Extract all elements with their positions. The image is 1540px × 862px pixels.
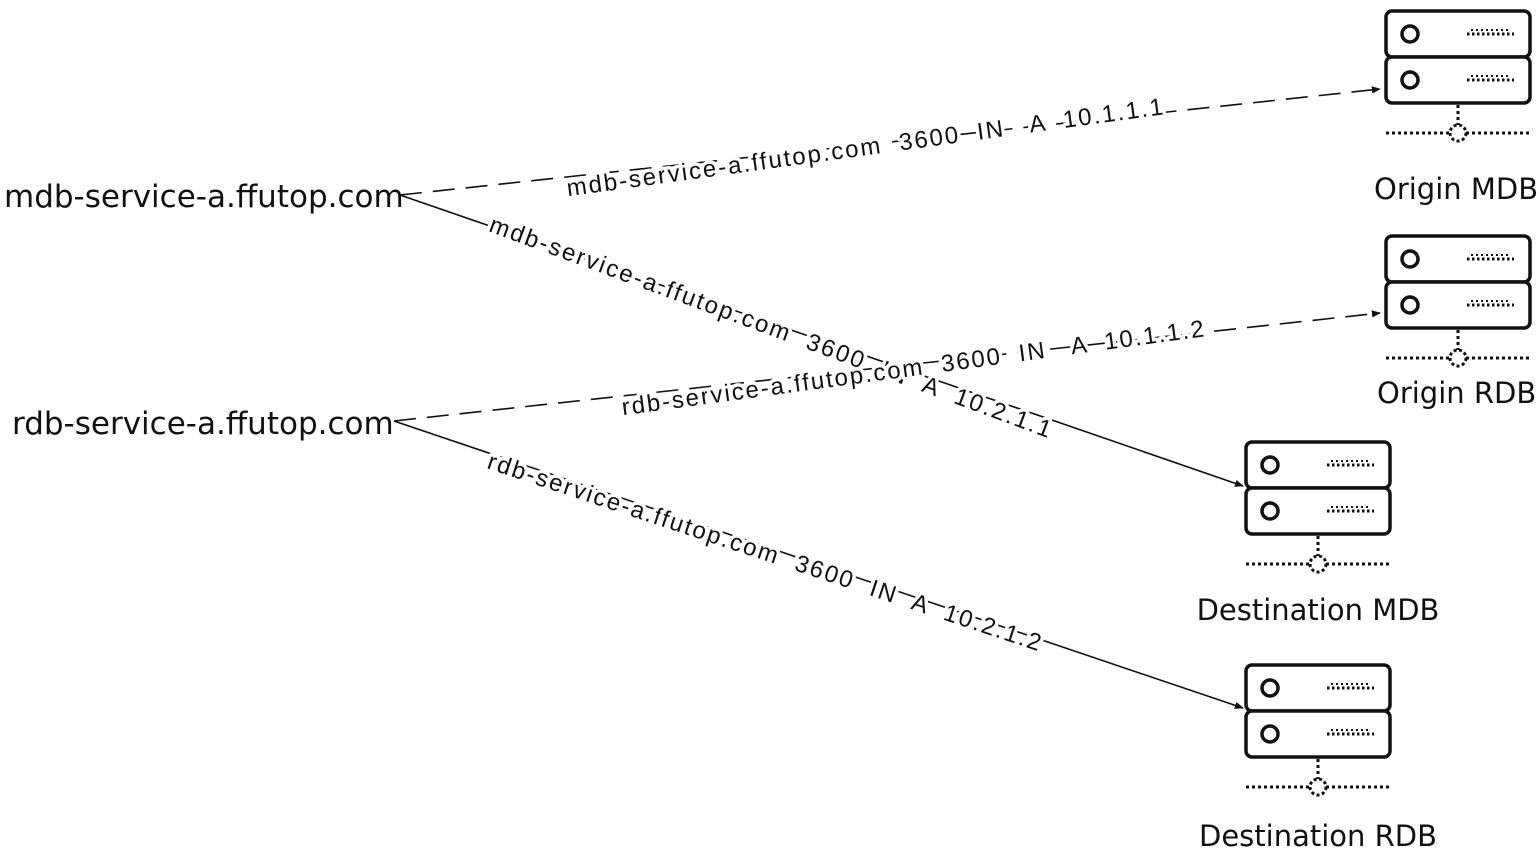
dns-record-label: rdb-service-a.ffutop.com 3600 IN A 10.1.… <box>620 315 1206 421</box>
server-node-destination-rdb: Destination RDB <box>1199 663 1437 853</box>
server-node-origin-rdb: Origin RDB <box>1377 234 1536 410</box>
server-icon <box>1244 440 1392 574</box>
server-node-destination-mdb: Destination MDB <box>1197 440 1440 627</box>
dns-record-label: mdb-service-a.ffutop.com 3600 IN A 10.2.… <box>486 211 1055 443</box>
dns-record-label: mdb-service-a.ffutop.com 3600 IN A 10.1.… <box>565 93 1165 202</box>
dns-record-label: rdb-service-a.ffutop.com 3600 IN A 10.2.… <box>484 448 1044 657</box>
dns-edge-mdb-to-destination-mdb <box>399 194 1244 487</box>
server-icon <box>1384 234 1532 368</box>
server-label: Destination MDB <box>1197 593 1440 627</box>
dns-edge-rdb-to-destination-rdb <box>393 420 1244 709</box>
dns-edge-rdb-to-origin-rdb <box>393 310 1381 422</box>
server-label: Origin RDB <box>1377 376 1536 410</box>
server-node-origin-mdb: Origin MDB <box>1374 9 1538 206</box>
nodes-layer: mdb-service-a.ffutop.com rdb-service-a.ff… <box>4 9 1538 853</box>
server-icon <box>1244 663 1392 797</box>
server-label: Origin MDB <box>1374 172 1538 206</box>
source-domain-rdb: rdb-service-a.ffutop.com <box>12 406 394 442</box>
source-domain-mdb: mdb-service-a.ffutop.com <box>4 179 404 215</box>
server-icon <box>1384 9 1532 143</box>
server-label: Destination RDB <box>1199 819 1437 853</box>
